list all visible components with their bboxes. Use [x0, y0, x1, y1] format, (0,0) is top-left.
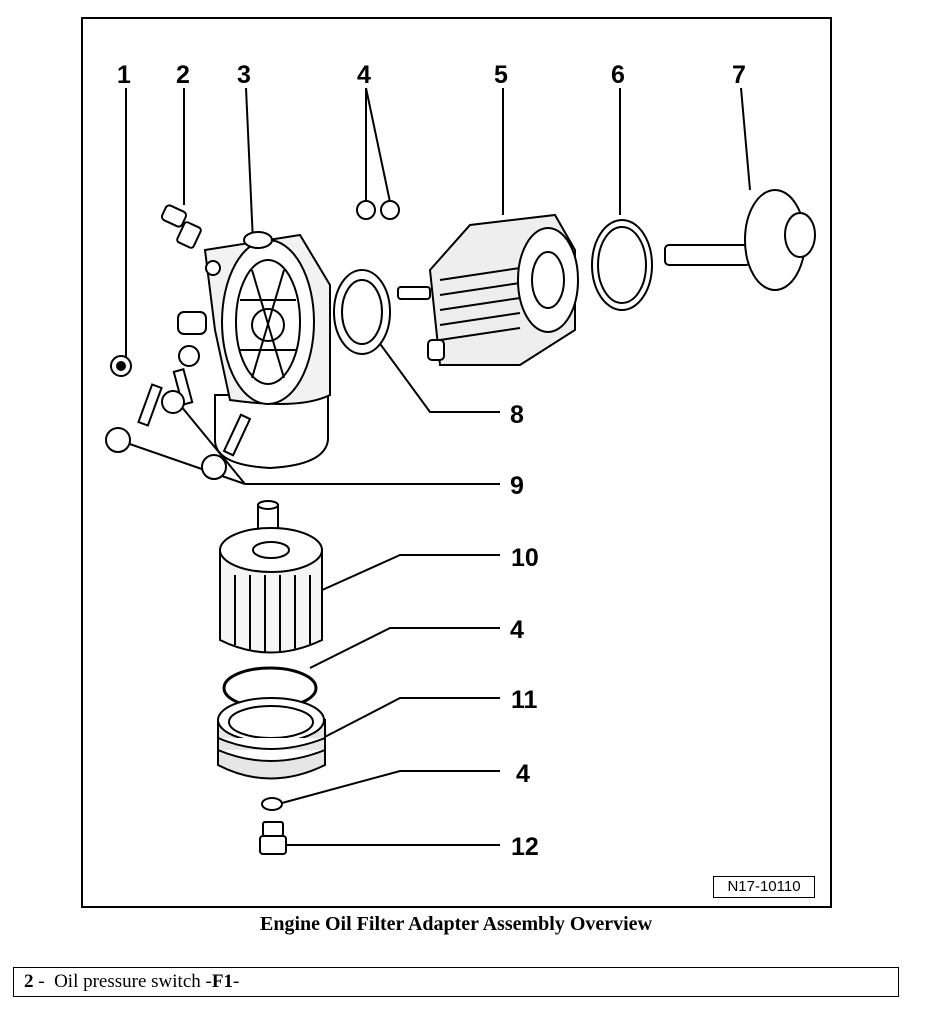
oil-cooler — [397, 213, 579, 366]
legend-item-code: F1 — [211, 971, 233, 992]
reference-code: N17-10110 — [713, 876, 815, 898]
callout-9: 9 — [510, 472, 524, 500]
callout-3: 3 — [237, 61, 251, 89]
callout-11: 11 — [511, 686, 538, 714]
leader-line-4c — [309, 627, 500, 669]
callout-7: 7 — [732, 61, 746, 89]
leader-line-3 — [245, 87, 254, 243]
mounting-bolts — [105, 345, 252, 480]
oil-filter-element — [219, 500, 323, 654]
leader-line-9b — [117, 439, 246, 485]
drain-plug — [259, 821, 287, 855]
callout-4-top: 4 — [357, 61, 371, 89]
cooler-seal — [333, 269, 391, 355]
legend-item-suffix: - — [232, 971, 240, 992]
callout-4-ring: 4 — [510, 616, 524, 644]
leader-line-9c — [175, 399, 246, 485]
oil-filter-housing — [177, 231, 331, 470]
callout-10: 10 — [511, 544, 539, 572]
callout-4-small: 4 — [516, 760, 530, 788]
legend-item: 2 - Oil pressure switch -F1- — [13, 967, 899, 997]
leader-line-8 — [369, 329, 500, 413]
callout-8: 8 — [510, 401, 524, 429]
figure-caption: Engine Oil Filter Adapter Assembly Overv… — [259, 913, 653, 935]
o-rings-pair — [356, 200, 400, 220]
callout-6: 6 — [611, 61, 625, 89]
cooler-gasket — [591, 219, 653, 311]
leader-line-10 — [299, 554, 500, 601]
cooler-bolt — [664, 189, 816, 291]
leader-line-4b — [365, 87, 391, 203]
legend-item-description: Oil pressure switch - — [54, 971, 212, 992]
callout-5: 5 — [494, 61, 508, 89]
legend-item-separator: - — [33, 971, 55, 992]
drain-plug-o-ring — [261, 797, 283, 811]
leader-line-4d — [281, 770, 500, 804]
callout-2: 2 — [176, 61, 190, 89]
callout-12: 12 — [511, 833, 539, 861]
leader-line-11 — [314, 697, 500, 743]
oil-pressure-switch — [160, 204, 221, 276]
callout-1: 1 — [117, 61, 131, 89]
leader-line-7 — [740, 87, 751, 191]
legend-item-number: 2 — [24, 971, 34, 992]
oil-filter-cap — [217, 697, 326, 780]
